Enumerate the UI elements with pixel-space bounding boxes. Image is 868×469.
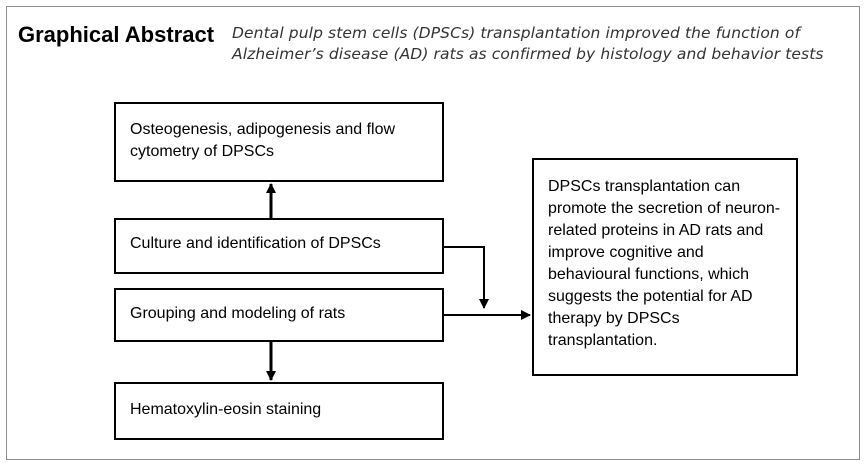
osteogenesis-text: Osteogenesis, adipogenesis and flow cyto… (130, 121, 396, 160)
graphical-abstract-title: Graphical Abstract (18, 22, 215, 47)
abstract-frame (6, 6, 860, 460)
graphical-abstract-subtitle: Dental pulp stem cells (DPSCs) transplan… (232, 24, 824, 63)
grouping-text: Grouping and modeling of rats (130, 305, 346, 322)
conclusion-box: DPSCs transplantation can promote the se… (532, 158, 798, 376)
osteogenesis-box: Osteogenesis, adipogenesis and flow cyto… (114, 102, 444, 182)
arrow-culture-connector (444, 246, 489, 309)
culture-text: Culture and identification of DPSCs (130, 235, 381, 252)
he-staining-text: Hematoxylin-eosin staining (130, 401, 322, 418)
culture-box: Culture and identification of DPSCs (114, 218, 444, 274)
he-staining-box: Hematoxylin-eosin staining (114, 382, 444, 440)
conclusion-text: DPSCs transplantation can promote the se… (548, 178, 781, 349)
grouping-box: Grouping and modeling of rats (114, 288, 444, 342)
